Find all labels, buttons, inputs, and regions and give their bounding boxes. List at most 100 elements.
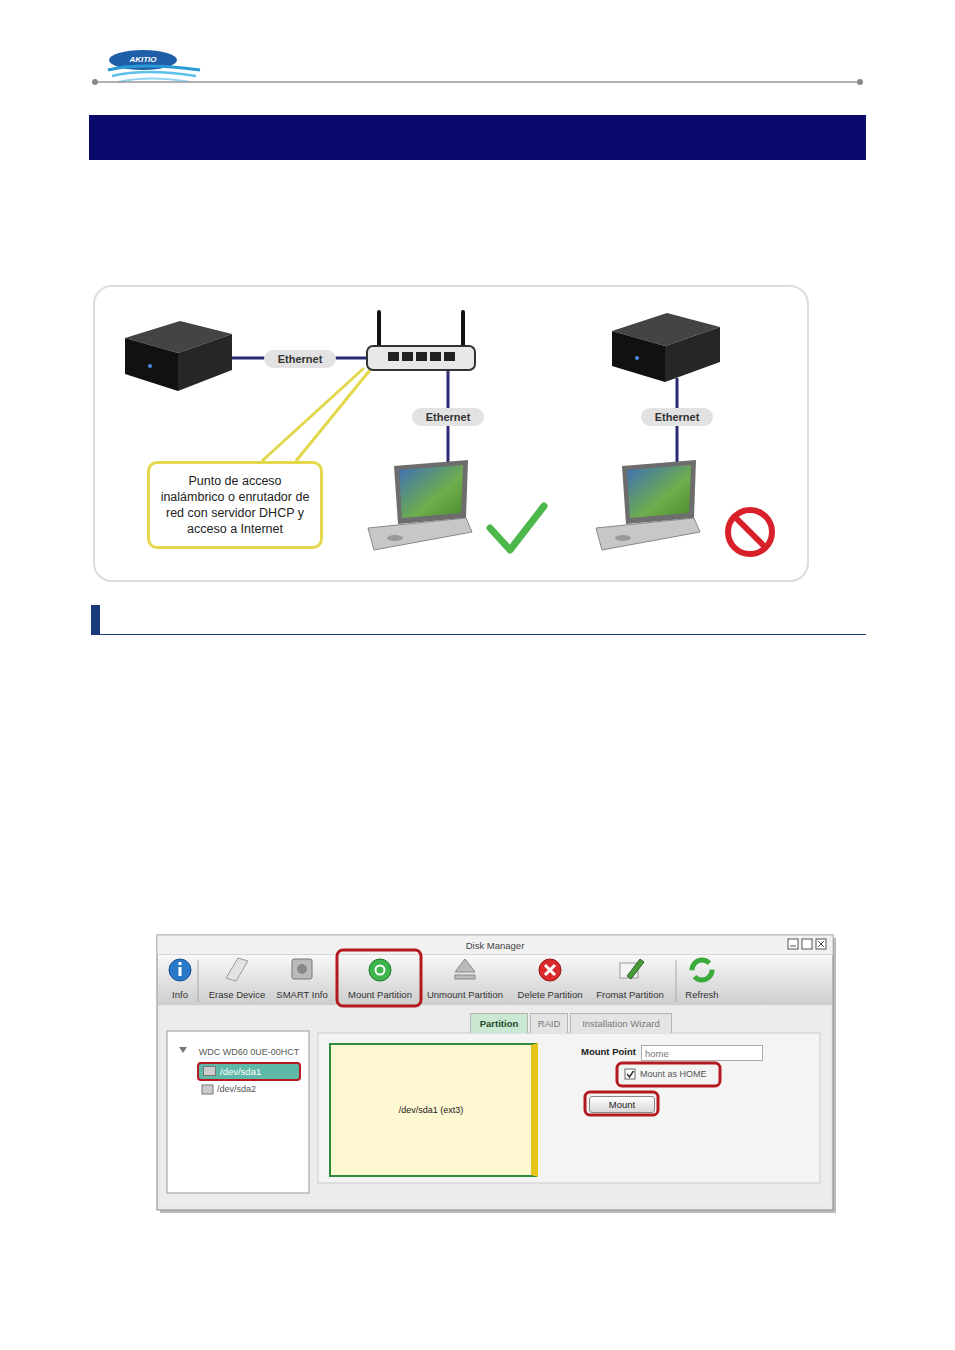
partition-block: /dev/sda1 (ext3) (329, 1043, 538, 1177)
ethernet-tag: Ethernet (641, 408, 713, 426)
rect-shape (788, 939, 798, 949)
path-shape (818, 941, 824, 947)
circle-shape (297, 964, 307, 974)
rect-shape (158, 955, 832, 1005)
line-shape (262, 368, 364, 461)
path-shape (622, 460, 696, 524)
path-shape (399, 465, 463, 518)
device-tree: WDC WD60 0UE-00HCT/dev/sda1 (167, 1031, 309, 1071)
circle-shape (369, 959, 391, 981)
circle-shape (857, 79, 863, 85)
node-text: Installation Wizard (582, 1018, 660, 1029)
ellipse-shape (615, 535, 631, 541)
tab: Installation Wizard (570, 1013, 672, 1033)
rect-shape (617, 1063, 720, 1086)
header-rule (92, 79, 863, 85)
rect-shape (318, 1033, 820, 1183)
diagram-frame (94, 286, 808, 581)
logo (108, 50, 200, 82)
path-shape (455, 959, 475, 972)
circle-shape (728, 510, 772, 554)
rect-shape (585, 1092, 658, 1115)
rect-shape (430, 352, 441, 361)
prohibited-sign (728, 510, 772, 554)
toolbar-label: Unmount Partition (427, 989, 503, 1000)
rect-shape (455, 975, 475, 979)
node-text: Ethernet (426, 411, 471, 423)
media-player (125, 321, 232, 391)
ellipse-shape (387, 535, 403, 541)
path-shape (627, 959, 644, 979)
circle-shape (169, 959, 191, 981)
path-shape (178, 334, 232, 391)
rect-shape (292, 959, 312, 979)
path-shape (665, 327, 720, 382)
toolbar-icons (169, 958, 712, 981)
rect-shape (625, 1069, 635, 1079)
rect-shape (337, 950, 421, 1006)
toolbar-label: Erase Device (209, 989, 266, 1000)
node-text: Mount (609, 1099, 635, 1110)
line-shape (296, 370, 370, 461)
media-player (612, 313, 720, 382)
laptop (368, 460, 472, 550)
rect-shape (802, 939, 812, 949)
leader-lines (262, 368, 370, 461)
check-mark (490, 506, 544, 550)
line-shape (676, 960, 677, 1002)
disk-manager-window (157, 935, 836, 1213)
path-shape (545, 965, 555, 975)
node-text: home (645, 1048, 669, 1059)
checkbox (625, 1069, 635, 1079)
rect-shape (167, 1031, 309, 1193)
path-shape (394, 460, 468, 524)
path-shape (627, 465, 691, 518)
checkbox-label: Mount as HOME (640, 1069, 707, 1079)
text-field: home (641, 1045, 763, 1061)
logo-text: AKITIO (129, 55, 156, 64)
rect-shape (388, 352, 399, 361)
rect-shape (416, 352, 427, 361)
title-bar (89, 115, 866, 160)
rect-shape (179, 962, 182, 965)
tab: Partition (470, 1013, 528, 1033)
router (367, 312, 475, 370)
rect-shape (157, 935, 833, 955)
node-text: Ethernet (655, 411, 700, 423)
rect-shape (367, 346, 475, 370)
tab: RAID (530, 1013, 568, 1033)
section-header (91, 605, 866, 635)
toolbar-label: Refresh (685, 989, 718, 1000)
toolbar-label: Info (172, 989, 188, 1000)
line-shape (95, 81, 862, 83)
line-shape (790, 946, 796, 947)
line-shape (735, 517, 765, 547)
toolbar-label: SMART Info (276, 989, 327, 1000)
ethernet-tag: Ethernet (412, 408, 484, 426)
circle-shape (692, 960, 712, 980)
line-shape (91, 634, 866, 635)
rect-shape (444, 352, 455, 361)
line-shape (377, 312, 381, 348)
node-text: RAID (538, 1018, 561, 1029)
ethernet-wires (232, 358, 677, 470)
rect-shape (160, 1006, 830, 1206)
path-shape (226, 958, 248, 981)
path-shape (112, 72, 196, 76)
node-text: Partition (480, 1018, 519, 1029)
line-shape (198, 960, 199, 1002)
node-text: Disk Manager (157, 940, 833, 951)
circle-shape (148, 364, 152, 368)
node-text: Punto de acceso inalámbrico o enrutador … (156, 473, 314, 537)
rect-shape (179, 967, 182, 976)
node-text: Ethernet (278, 353, 323, 365)
callout-box: Punto de acceso inalámbrico o enrutador … (147, 461, 323, 549)
line-shape (461, 312, 465, 348)
circle-shape (376, 966, 385, 975)
rect-shape (157, 935, 833, 1210)
tree-item: /dev/sda2 (217, 1084, 256, 1094)
rect-shape (816, 939, 826, 949)
path-shape (368, 518, 472, 550)
laptop (596, 460, 700, 550)
